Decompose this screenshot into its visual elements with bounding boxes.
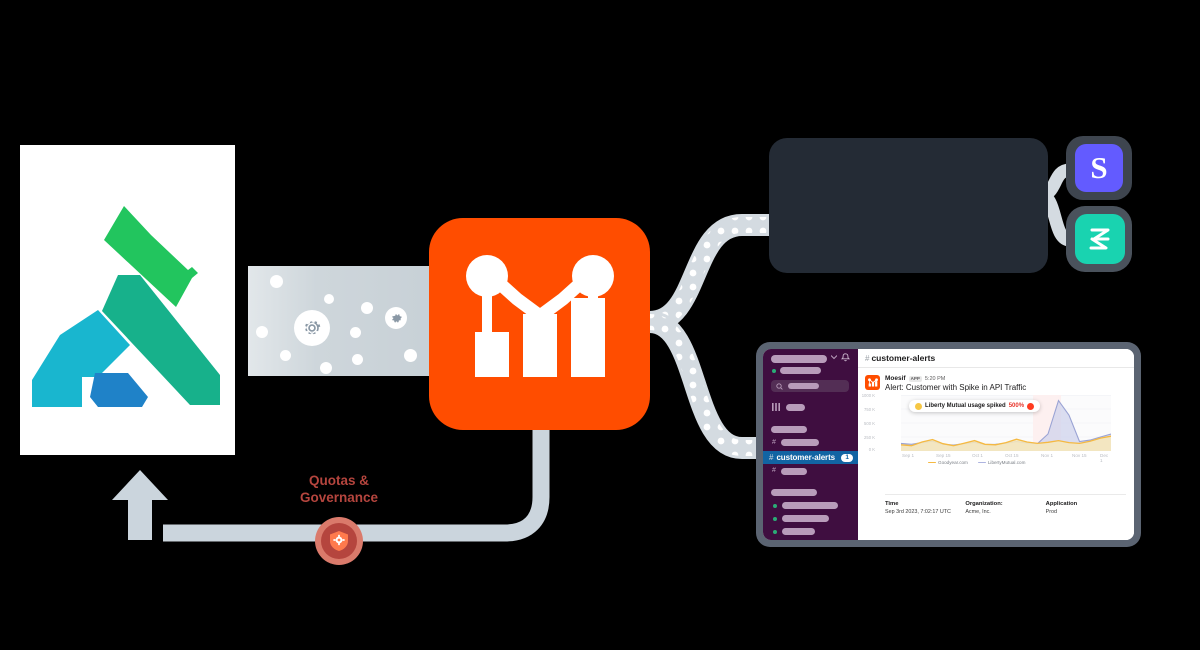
legend-item: LibertyMutual.com <box>977 460 1026 465</box>
slack-message-body: Moesif APP 5:20 PM Alert: Customer with … <box>885 375 1134 392</box>
hash-icon: # <box>772 439 776 446</box>
slack-message-meta: Moesif APP 5:20 PM <box>885 375 1134 382</box>
meta-value: Prod <box>1045 509 1058 515</box>
message-time: 5:20 PM <box>924 375 946 382</box>
api-gateway-card <box>20 145 235 455</box>
legend-swatch <box>928 461 936 464</box>
chart-annotation-tooltip: Liberty Mutual usage spiked 500% <box>909 400 1041 412</box>
tooltip-text: Liberty Mutual usage spiked <box>925 403 1006 409</box>
x-tick: Nov 1 <box>1041 453 1054 458</box>
moesif-icon <box>465 255 614 377</box>
slack-window: # # customer-alerts 1 # <box>756 342 1141 547</box>
quotas-badge <box>315 517 363 565</box>
x-tick: Oct 1 <box>972 453 983 458</box>
y-tick: 1000 K <box>861 393 875 398</box>
hash-icon: # <box>769 453 774 462</box>
meta-value: Acme, Inc. <box>965 509 991 515</box>
meta-column: Organization: Acme, Inc. <box>965 501 1045 515</box>
meters-panel: API Calls … Input Tokens … Output Tokens… <box>769 138 1048 273</box>
path-moesif-to-slack-dots <box>648 314 800 456</box>
gear-icon <box>294 310 330 346</box>
shield-gear-icon <box>330 531 348 551</box>
alert-metadata-row: Time Sep 3rd 2023, 7:02:17 UTC Organizat… <box>885 501 1126 515</box>
meta-column: Application Prod <box>1046 501 1126 515</box>
legend-label: Goodyear.com <box>938 460 968 465</box>
y-tick: 500 K <box>864 420 875 426</box>
y-tick: 250 K <box>864 434 875 440</box>
slack-sidebar: # # customer-alerts 1 # <box>763 349 858 540</box>
y-tick: 750 K <box>864 406 875 412</box>
sidebar-channel-label: customer-alerts <box>776 453 835 462</box>
x-tick: Oct 15 <box>1005 453 1019 458</box>
x-tick: Sep 15 <box>936 453 951 458</box>
moesif-avatar-icon <box>865 375 880 390</box>
quotas-badge-ring <box>321 523 357 559</box>
channel-title: customer-alerts <box>871 353 936 363</box>
search-icon <box>776 383 783 390</box>
path-quota-feedback <box>163 420 550 542</box>
tooltip-percent: 500% <box>1008 403 1025 409</box>
governance-gear-band <box>248 266 444 376</box>
legend-item: Goodyear.com <box>928 460 968 465</box>
menu-icon[interactable] <box>772 403 781 411</box>
slack-main-panel: # customer-alerts <box>858 349 1134 540</box>
meta-column: Time Sep 3rd 2023, 7:02:17 UTC <box>885 501 965 515</box>
divider <box>885 494 1126 495</box>
message-text: Alert: Customer with Spike in API Traffi… <box>885 383 1027 392</box>
quotas-line-2: Governance <box>299 490 379 505</box>
bell-icon <box>1027 402 1035 410</box>
quotas-governance-label: Quotas & Governance <box>289 472 389 506</box>
app-tag: APP <box>908 375 922 382</box>
hash-icon: # <box>772 467 776 474</box>
sidebar-item-customer-alerts[interactable]: # customer-alerts 1 <box>763 451 858 464</box>
x-tick: Nov 15 <box>1072 453 1087 458</box>
legend-swatch <box>977 461 986 464</box>
meta-value: Sep 3rd 2023, 7:02:17 UTC <box>885 509 951 515</box>
chart-legend: Goodyear.com LibertyMutual.com <box>928 460 1025 465</box>
unread-badge: 1 <box>841 453 853 462</box>
api-gateway-logo <box>32 206 220 407</box>
slack-message: Moesif APP 5:20 PM Alert: Customer with … <box>858 368 1134 392</box>
meta-header: Organization: <box>965 501 1003 507</box>
slack-channel-header: # customer-alerts <box>858 349 1134 368</box>
moesif-logo-tile[interactable] <box>429 218 650 430</box>
slack-app: # # customer-alerts 1 # <box>763 349 1134 540</box>
gear-icon <box>385 307 407 329</box>
chevron-down-icon[interactable] <box>831 354 837 360</box>
zuora-icon[interactable] <box>1075 214 1125 264</box>
message-author: Moesif <box>885 375 906 382</box>
hash-icon: # <box>865 353 870 363</box>
libertymutual-icon <box>915 402 922 410</box>
y-tick: 0 K <box>868 447 875 452</box>
usage-chart: 1000 K 750 K 500 K 250 K 0 K Sep 1 Sep 1… <box>862 393 1112 465</box>
bell-icon[interactable] <box>841 353 850 363</box>
quotas-line-1: Quotas & <box>308 473 369 488</box>
meta-header: Application <box>1045 501 1078 507</box>
stripe-icon[interactable]: S <box>1075 144 1123 192</box>
x-tick: Sep 1 <box>902 453 915 458</box>
arrow-to-gateway <box>112 470 168 540</box>
legend-label: LibertyMutual.com <box>987 460 1026 465</box>
meta-header: Time <box>885 501 899 507</box>
x-tick: Dec 1 <box>1100 453 1109 463</box>
